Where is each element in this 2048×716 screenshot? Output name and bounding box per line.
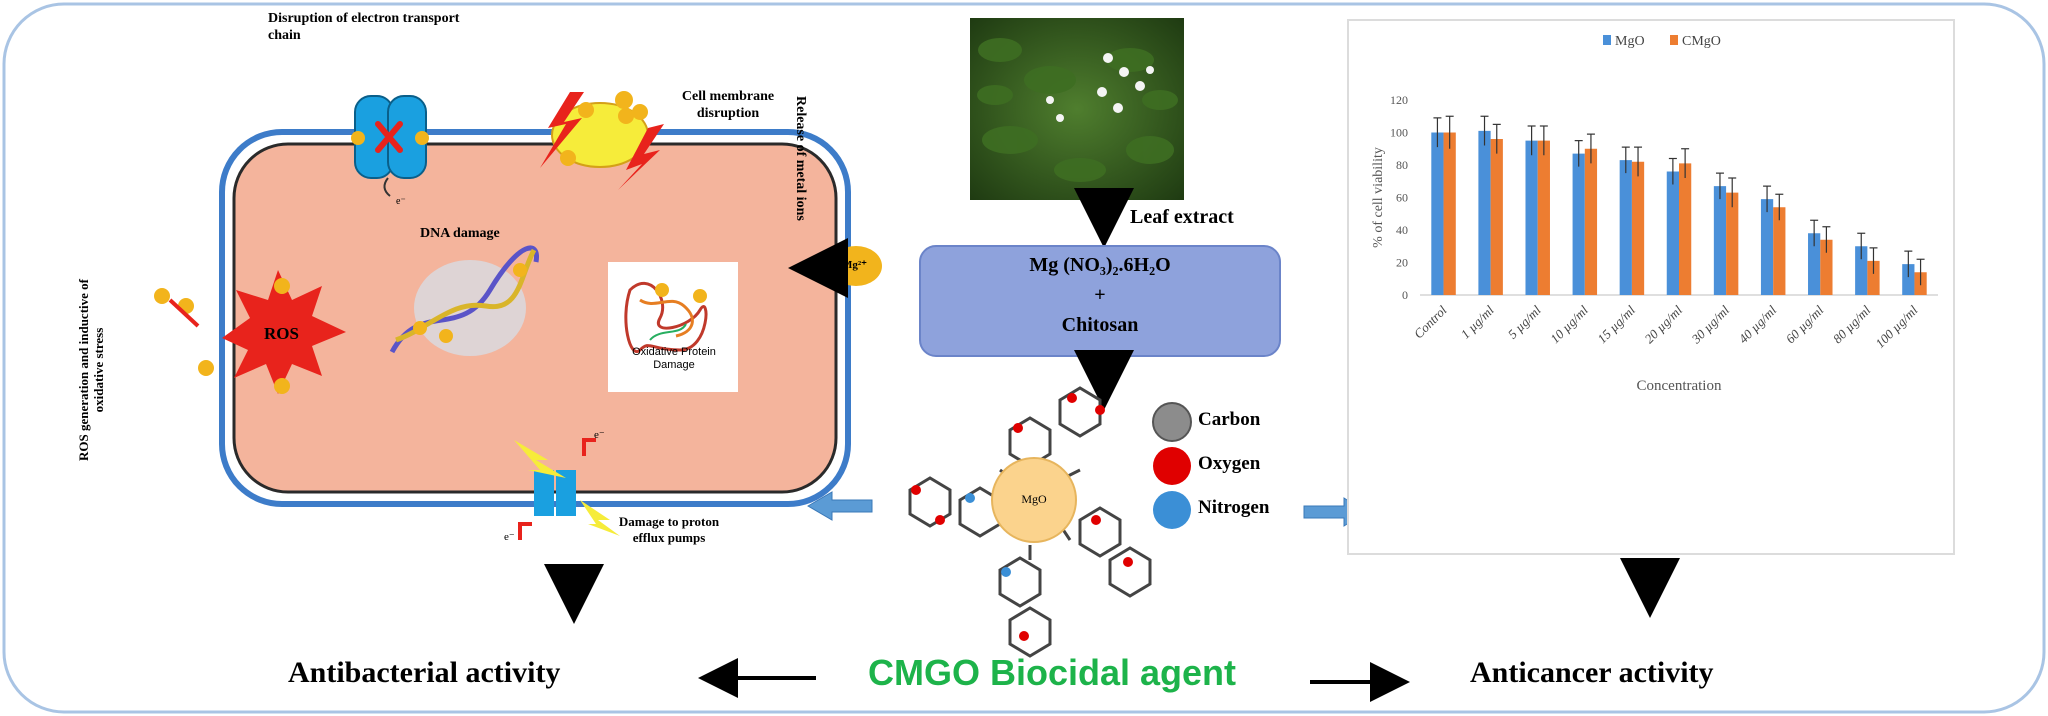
mg-ion-label: Mg²⁺ bbox=[842, 259, 867, 271]
precursor-plus: + bbox=[1094, 284, 1106, 306]
bar-mgo bbox=[1713, 186, 1727, 295]
precursor-line2: Chitosan bbox=[1061, 314, 1139, 336]
agent-label: CMGO Biocidal agent bbox=[868, 652, 1237, 693]
bar-cmgo bbox=[1867, 260, 1880, 295]
bar-cmgo bbox=[1773, 207, 1786, 295]
category-label: 40 µg/ml bbox=[1736, 302, 1780, 346]
dna-label: DNA damage bbox=[420, 226, 500, 241]
category-label: 60 µg/ml bbox=[1783, 302, 1827, 346]
legend-swatch-mgo bbox=[1603, 35, 1611, 45]
cell-cytoplasm bbox=[232, 142, 838, 494]
y-tick-label: 80 bbox=[1396, 158, 1408, 172]
category-label: 1 µg/ml bbox=[1458, 302, 1497, 341]
y-tick-label: 40 bbox=[1396, 223, 1408, 237]
category-label: 30 µg/ml bbox=[1688, 302, 1733, 347]
membrane-disruption-graphic bbox=[540, 91, 664, 190]
protein-label: Oxidative Protein Damage bbox=[632, 346, 716, 371]
proton-pump-graphic bbox=[514, 438, 620, 540]
electron-label-chain: e⁻ bbox=[396, 196, 406, 207]
legend-label-mgo: MgO bbox=[1615, 34, 1645, 49]
x-axis-label: Concentration bbox=[1637, 378, 1722, 394]
bar-mgo bbox=[1666, 171, 1679, 295]
bar-cmgo bbox=[1726, 192, 1739, 295]
ros-star bbox=[154, 270, 346, 394]
y-tick-label: 60 bbox=[1396, 191, 1408, 205]
proton-pump-label: Damage to proton efflux pumps bbox=[618, 514, 720, 545]
category-label: 20 µg/ml bbox=[1641, 302, 1685, 346]
chitosan-atoms bbox=[911, 393, 1133, 641]
anticancer-label: Anticancer activity bbox=[1470, 656, 1714, 689]
category-label: 80 µg/ml bbox=[1830, 302, 1874, 346]
bar-mgo bbox=[1855, 246, 1868, 295]
block-arrow-left bbox=[807, 491, 873, 521]
protein-graphic bbox=[608, 262, 738, 392]
bar-mgo bbox=[1808, 233, 1821, 295]
category-label: 10 µg/ml bbox=[1547, 302, 1591, 346]
bar-cmgo bbox=[1679, 163, 1692, 295]
leaf-photo bbox=[970, 18, 1184, 200]
ros-generation-label: ROS generation and inductive of oxidativ… bbox=[76, 279, 106, 462]
bar-mgo bbox=[1431, 132, 1444, 295]
bar-cmgo bbox=[1490, 139, 1503, 295]
precursor-line1: Mg (NO₃)₂.6H₂O bbox=[1029, 254, 1171, 276]
electron-chain-label: Disruption of electron transport chain bbox=[268, 11, 460, 43]
y-axis-label: % of cell viability bbox=[1371, 147, 1386, 248]
dna-graphic bbox=[389, 245, 539, 356]
bar-cmgo bbox=[1631, 161, 1645, 295]
electron-chain-protein bbox=[351, 95, 429, 197]
bar-cmgo bbox=[1443, 132, 1456, 295]
bar-mgo bbox=[1572, 153, 1585, 295]
legend-dot-oxygen bbox=[1153, 447, 1191, 485]
bar-mgo bbox=[1525, 140, 1538, 295]
bar-cmgo bbox=[1584, 148, 1598, 295]
category-label: 15 µg/ml bbox=[1594, 302, 1638, 346]
electron-label-top: e⁻ bbox=[594, 429, 605, 441]
viability-chart: 0 20 40 60 80 100 120 % of cell viabilityContro… bbox=[1371, 34, 1938, 394]
bar-cmgo bbox=[1537, 140, 1550, 295]
mgo-core bbox=[991, 457, 1077, 543]
category-label: 5 µg/ml bbox=[1505, 302, 1544, 341]
y-tick-label: 20 bbox=[1396, 256, 1408, 270]
antibacterial-label: Antibacterial activity bbox=[288, 656, 561, 689]
legend-label-carbon: Carbon bbox=[1198, 409, 1261, 430]
mgo-core-label: MgO bbox=[1021, 492, 1047, 506]
legend-label-nitrogen: Nitrogen bbox=[1198, 497, 1270, 518]
bar-mgo bbox=[1619, 160, 1632, 295]
bar-mgo bbox=[1902, 264, 1915, 295]
legend-label-cmgo: CMgO bbox=[1682, 34, 1721, 49]
legend-label-oxygen: Oxygen bbox=[1198, 453, 1261, 474]
leaf-extract-label: Leaf extract bbox=[1130, 206, 1234, 228]
membrane-label: Cell membrane disruption bbox=[681, 89, 775, 121]
category-label: 100 µg/ml bbox=[1872, 302, 1921, 351]
electron-label-bottom: e⁻ bbox=[504, 531, 515, 543]
y-tick-label: 120 bbox=[1390, 93, 1408, 107]
y-tick-label: 100 bbox=[1390, 126, 1408, 140]
metal-ions-label: Release of metal ions bbox=[793, 96, 808, 221]
legend-dot-nitrogen bbox=[1153, 491, 1191, 529]
bar-mgo bbox=[1760, 199, 1774, 295]
legend-swatch-cmgo bbox=[1670, 35, 1678, 45]
bar-mgo bbox=[1478, 130, 1491, 295]
legend-dot-carbon bbox=[1152, 402, 1192, 442]
bar-cmgo bbox=[1820, 239, 1833, 295]
category-label: Control bbox=[1411, 302, 1450, 341]
y-tick-label: 0 bbox=[1402, 288, 1408, 302]
ros-label: ROS bbox=[264, 324, 299, 343]
